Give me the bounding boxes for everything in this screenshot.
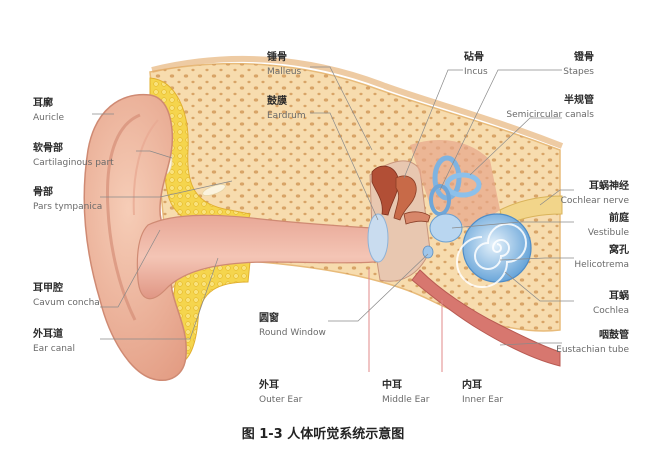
label-vestibule-en: Vestibule	[587, 227, 629, 238]
label-auricle-en: Auricle	[33, 112, 65, 123]
label-stapes-zh: 镫骨	[574, 52, 594, 63]
label-eustachian-en: Eustachian tube	[556, 344, 629, 355]
label-helicotrema-en: Helicotrema	[574, 259, 629, 270]
label-inner-ear-zh: 内耳	[462, 380, 482, 391]
label-middle-ear-en: Middle Ear	[382, 394, 430, 405]
label-cartilaginous-en: Cartilaginous part	[33, 157, 114, 168]
eustachian-tube-shape	[411, 269, 561, 367]
ear-canal-shape	[136, 214, 376, 300]
label-pars-tympanica: 骨部 Pars tympanica	[33, 187, 102, 212]
label-cochlear-nerve-en: Cochlear nerve	[560, 195, 629, 206]
label-ear-canal: 外耳道 Ear canal	[33, 329, 75, 354]
label-ear-canal-en: Ear canal	[33, 343, 75, 354]
label-cartilaginous-zh: 软骨部	[33, 143, 63, 154]
semicircular-canal-3	[429, 184, 451, 216]
label-cochlear-nerve-zh: 耳蜗神经	[589, 181, 629, 192]
label-eardrum: 鼓膜 Eardrum	[267, 96, 306, 121]
label-auricle-zh: 耳廓	[33, 98, 53, 109]
label-inner-ear: 内耳 Inner Ear	[462, 380, 503, 405]
label-outer-ear-zh: 外耳	[259, 380, 279, 391]
label-cochlea: 耳蜗 Cochlea	[593, 291, 629, 316]
cochlea-spiral	[456, 223, 527, 288]
label-malleus-zh: 锤骨	[267, 52, 287, 63]
label-cartilaginous: 软骨部 Cartilaginous part	[33, 143, 114, 168]
semicircular-canal-2	[444, 172, 482, 198]
label-outer-ear-en: Outer Ear	[259, 394, 303, 405]
label-semicircular-zh: 半规管	[564, 95, 594, 106]
label-cochlea-en: Cochlea	[593, 305, 629, 316]
label-eustachian: 咽鼓管 Eustachian tube	[556, 330, 629, 355]
eardrum-shape	[367, 213, 389, 263]
label-cochlea-zh: 耳蜗	[609, 291, 629, 302]
label-round-window-zh: 圆窗	[259, 313, 279, 324]
inner-ear	[410, 140, 563, 288]
label-cochlear-nerve: 耳蜗神经 Cochlear nerve	[561, 181, 629, 206]
round-window-shape	[422, 245, 434, 259]
label-incus: 砧骨 Incus	[464, 52, 488, 77]
label-middle-ear-zh: 中耳	[382, 380, 402, 391]
label-auricle: 耳廓 Auricle	[33, 98, 64, 123]
label-malleus-en: Malleus	[267, 66, 302, 77]
label-ear-canal-zh: 外耳道	[33, 329, 63, 340]
label-outer-ear: 外耳 Outer Ear	[259, 380, 302, 405]
ossicles	[371, 165, 431, 225]
label-semicircular-en: Semicircular canals	[506, 109, 594, 120]
label-round-window: 圆窗 Round Window	[259, 313, 326, 338]
label-eustachian-zh: 咽鼓管	[599, 330, 629, 341]
label-helicotrema: 窝孔 Helicotrema	[574, 245, 629, 270]
label-cavum-concha-zh: 耳甲腔	[33, 283, 63, 294]
label-cavum-concha-en: Cavum concha	[33, 297, 100, 308]
label-middle-ear: 中耳 Middle Ear	[382, 380, 430, 405]
label-malleus: 锤骨 Malleus	[267, 52, 301, 77]
label-cavum-concha: 耳甲腔 Cavum concha	[33, 283, 100, 308]
vestibule-shape	[429, 213, 463, 243]
label-stapes: 镫骨 Stapes	[563, 52, 594, 77]
label-helicotrema-zh: 窝孔	[609, 245, 629, 256]
label-eardrum-zh: 鼓膜	[267, 96, 287, 107]
label-semicircular: 半规管 Semicircular canals	[506, 95, 594, 120]
label-eardrum-en: Eardrum	[267, 110, 306, 121]
label-incus-en: Incus	[464, 66, 488, 77]
label-vestibule: 前庭 Vestibule	[588, 213, 629, 238]
label-stapes-en: Stapes	[563, 66, 594, 77]
label-vestibule-zh: 前庭	[609, 213, 629, 224]
label-inner-ear-en: Inner Ear	[462, 394, 504, 405]
figure-caption: 图 1-3 人体听觉系统示意图	[241, 427, 405, 442]
label-incus-zh: 砧骨	[464, 52, 484, 63]
label-pars-tympanica-zh: 骨部	[33, 187, 53, 198]
leader-lines	[92, 66, 574, 346]
label-pars-tympanica-en: Pars tympanica	[33, 201, 103, 212]
label-round-window-en: Round Window	[259, 327, 326, 338]
